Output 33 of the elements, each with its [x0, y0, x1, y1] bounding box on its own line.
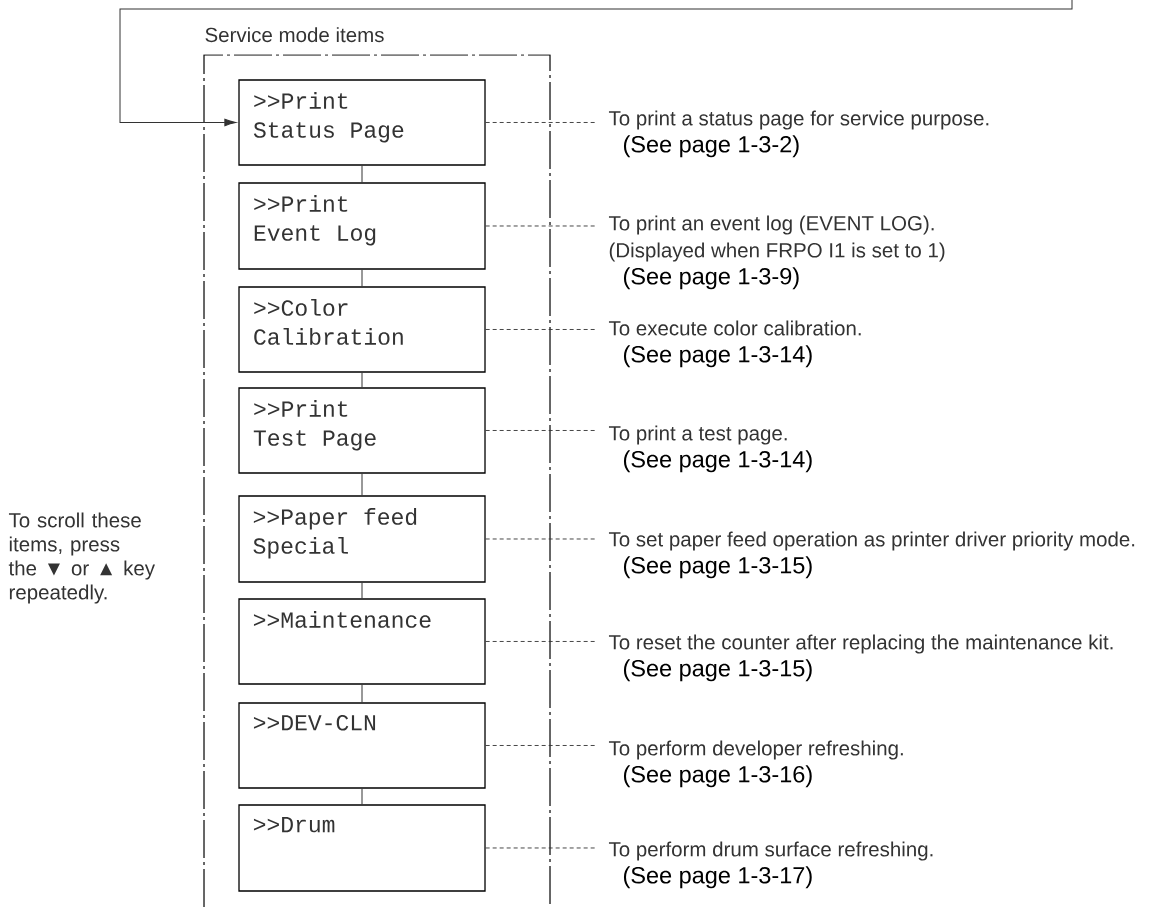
leader-line [485, 538, 597, 540]
description-text: To execute color calibration. (See page 1-3-14) [608, 320, 861, 368]
description-text: To print a status page for service purpose. (See page 1-3-2) [608, 110, 989, 158]
leader-line [485, 745, 597, 746]
menu-item-box: >>Color Calibration [238, 286, 486, 373]
description-text: To set paper feed operation as printer driver priority mode. (See page 1-3-15) [608, 531, 1135, 579]
leader-line [485, 225, 597, 227]
menu-item-box: >>Print Status Page [238, 79, 486, 166]
menu-item-box: >>DEV-CLN [238, 702, 486, 789]
leader-line [485, 430, 597, 431]
connector-line [361, 165, 363, 183]
connector-line [361, 684, 363, 703]
description-text: To perform developer refreshing. (See page 1-3-16) [608, 740, 903, 788]
leader-line [485, 329, 597, 330]
leader-line [485, 122, 597, 123]
description-text: To print an event log (EVENT LOG). (Displayed when FRPO I1 is set to 1) (See page 1-3-9) [608, 215, 945, 290]
connector-line [361, 269, 363, 287]
menu-item-box: >>Print Event Log [238, 182, 486, 270]
description-text: To reset the counter after replacing the maintenance kit. (See page 1-3-15) [608, 634, 1113, 682]
arrow [119, 0, 1073, 127]
connector-line [361, 473, 363, 496]
menu-item-box: >>Paper feed Special [238, 495, 486, 583]
connector-line [361, 372, 363, 388]
description-text: To print a test page. (See page 1-3-14) [608, 425, 812, 473]
menu-item-box: >>Drum [238, 804, 486, 892]
menu-item-box: >>Print Test Page [238, 387, 486, 474]
menu-item-box: >>Maintenance [238, 598, 486, 685]
leader-line [485, 641, 597, 642]
connector-line [361, 582, 363, 599]
leader-line [485, 847, 597, 849]
note-text: To scroll these items, press the ▼ or ▲ key repeatedly. [8, 512, 155, 604]
description-text: To perform drum surface refreshing. (See page 1-3-17) [608, 841, 933, 889]
connector-line [361, 788, 363, 805]
